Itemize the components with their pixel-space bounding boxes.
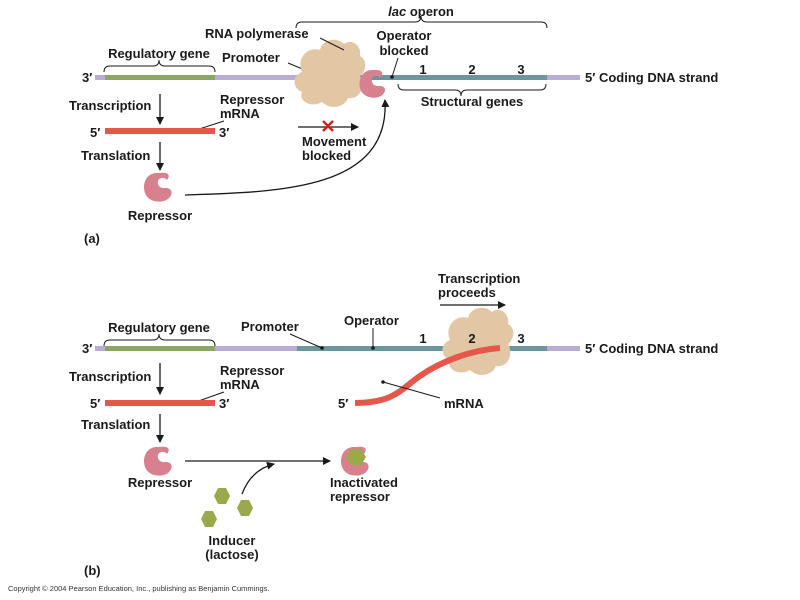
regulatory-gene-segment-b	[105, 346, 215, 351]
repressor-mrna-line2-b: mRNA	[220, 377, 260, 392]
mrna-5-label-a: 5′	[90, 125, 100, 140]
repressor-binding-arrow	[184, 99, 390, 196]
gene-1-label-b: 1	[419, 331, 426, 346]
repressor-mrna-strand-b	[105, 400, 215, 406]
inducer-molecule-2	[237, 500, 253, 516]
mrna-3-label-a: 3′	[219, 125, 229, 140]
bound-repressor-icon	[359, 70, 386, 98]
inactivated-repressor-line1: Inactivated	[330, 475, 398, 490]
mrna-label-b: mRNA	[444, 396, 484, 411]
lac-operon-segment	[297, 75, 547, 80]
translation-label-a: Translation	[81, 148, 150, 163]
copyright-notice: Copyright © 2004 Pearson Education, Inc.…	[8, 584, 270, 593]
regulatory-gene-brace-b	[103, 333, 216, 347]
regulatory-gene-label-b: Regulatory gene	[108, 320, 210, 335]
panel-b: Transcription proceeds Regulatory gene 3…	[69, 271, 718, 578]
movement-blocked-line1: Movement	[302, 134, 367, 149]
inducer-line1: Inducer	[209, 533, 256, 548]
gene-3-label-b: 3	[517, 331, 524, 346]
dna-strand-left	[95, 75, 105, 80]
gene-1-label: 1	[419, 62, 426, 77]
promoter-dot-b	[320, 346, 324, 350]
spacer-segment-b	[215, 346, 297, 351]
transcription-proceeds-line2: proceeds	[438, 285, 496, 300]
repressor-mrna-line2-a: mRNA	[220, 106, 260, 121]
mrna-dot-b	[381, 380, 385, 384]
new-mrna-5-label: 5′	[338, 396, 348, 411]
rna-polymerase-blob	[294, 39, 366, 107]
gene-2-label-b: 2	[468, 331, 475, 346]
rna-polymerase-label: RNA polymerase	[205, 26, 309, 41]
repressor-icon-b	[144, 446, 172, 476]
panel-a-label: (a)	[84, 231, 100, 246]
coding-dna-strand-label: 5′ Coding DNA strand	[585, 70, 718, 85]
dna-strand-right-b	[547, 346, 580, 351]
operator-dot	[390, 75, 394, 79]
transcription-proceeds-line1: Transcription	[438, 271, 520, 286]
promoter-label: Promoter	[222, 50, 280, 65]
bound-inducer-icon	[346, 449, 366, 465]
repressor-icon-a	[144, 172, 172, 202]
dna-end-3-label-b: 3′	[82, 341, 92, 356]
operator-label-b: Operator	[344, 313, 399, 328]
transcription-label-a: Transcription	[69, 98, 151, 113]
regulatory-gene-label: Regulatory gene	[108, 46, 210, 61]
rna-polymerase-blob-b	[442, 307, 514, 375]
repressor-label-a: Repressor	[128, 208, 192, 223]
inducer-binding-arrow	[241, 461, 275, 495]
promoter-leader-b	[289, 333, 323, 349]
blocked-x-icon	[322, 120, 334, 132]
rna-polymerase-leader	[319, 37, 345, 51]
mrna-leader-b	[382, 381, 441, 399]
translation-label-b: Translation	[81, 417, 150, 432]
structural-genes-brace	[397, 83, 547, 97]
gene-3-label: 3	[517, 62, 524, 77]
operator-leader	[391, 57, 399, 78]
dna-strand-right	[547, 75, 580, 80]
operator-dot-b	[371, 346, 375, 350]
inducer-molecule-3	[201, 511, 217, 527]
repressor-mrna-line1-a: Repressor	[220, 92, 284, 107]
repressor-mrna-strand-a	[105, 128, 215, 134]
gene-2-label: 2	[468, 62, 475, 77]
transcription-label-b: Transcription	[69, 369, 151, 384]
dna-strand-left-b	[95, 346, 105, 351]
operator-blocked-line2: blocked	[379, 43, 428, 58]
inducer-line2: (lactose)	[205, 547, 258, 562]
new-mrna-strand	[354, 345, 501, 406]
regulatory-gene-segment	[105, 75, 215, 80]
panel-a: lac operon Regulatory gene 3′ 5′ Coding …	[69, 4, 718, 246]
structural-genes-label: Structural genes	[421, 94, 524, 109]
inducer-molecule-1	[214, 488, 230, 504]
lac-operon-label: lac operon	[388, 4, 454, 19]
spacer-segment	[215, 75, 297, 80]
panel-b-label: (b)	[84, 563, 101, 578]
regulatory-gene-brace	[103, 59, 216, 73]
lac-operon-segment-b	[297, 346, 547, 351]
lac-operon-brace	[295, 15, 548, 29]
repressor-mrna-line1-b: Repressor	[220, 363, 284, 378]
mrna-5-label-b: 5′	[90, 396, 100, 411]
movement-blocked-line2: blocked	[302, 148, 351, 163]
operator-blocked-line1: Operator	[377, 28, 432, 43]
inactivated-repressor-line2: repressor	[330, 489, 390, 504]
repressor-label-b: Repressor	[128, 475, 192, 490]
promoter-label-b: Promoter	[241, 319, 299, 334]
mrna-3-label-b: 3′	[219, 396, 229, 411]
dna-end-3-label: 3′	[82, 70, 92, 85]
coding-dna-strand-label-b: 5′ Coding DNA strand	[585, 341, 718, 356]
